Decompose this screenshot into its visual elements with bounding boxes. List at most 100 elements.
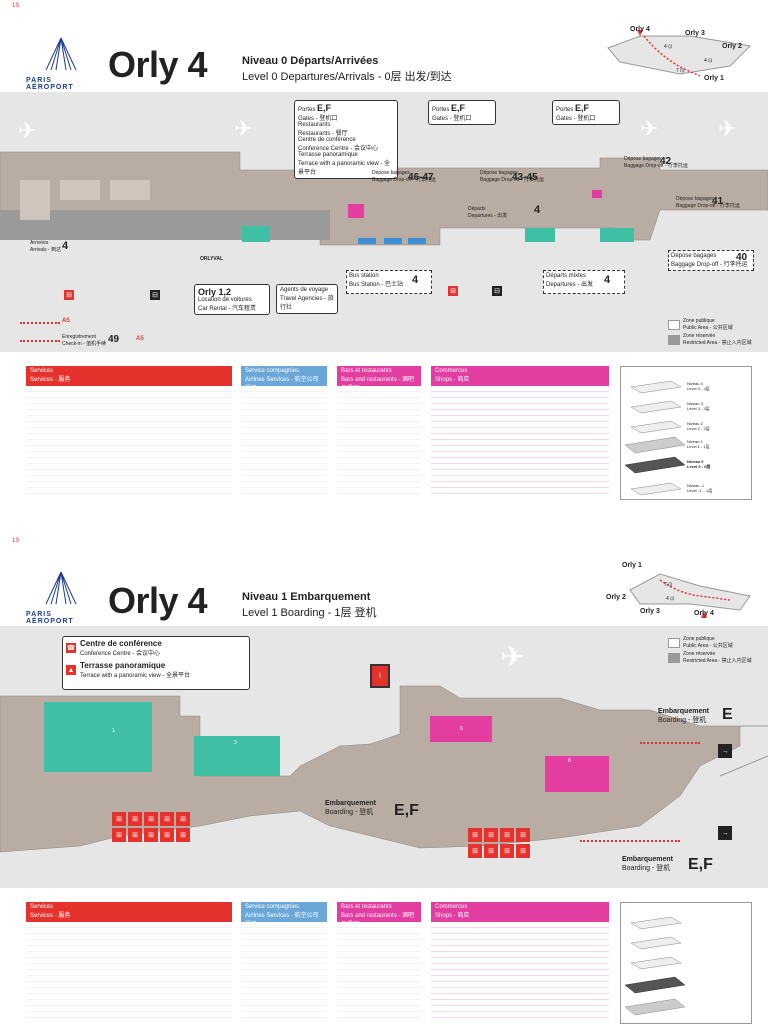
mini-map-distance: 4 ⊡: [666, 596, 675, 602]
checkin-label: Dépose bagages Baggage Drop-off - 行李托运: [372, 170, 436, 183]
mini-map-distance: 7 ⊡: [676, 68, 685, 74]
legend-swatch: [668, 334, 680, 345]
terrace-icon: ▲: [66, 665, 76, 675]
checkin-number: 40: [736, 252, 748, 263]
panel-title: Services: [30, 368, 54, 374]
departures-title: Départs: [468, 206, 486, 212]
departures-box-number: 4: [604, 274, 611, 286]
checkin-number: 41: [712, 196, 724, 207]
service-icon: ⊞: [128, 828, 142, 842]
airline-zone: [384, 238, 402, 244]
conference-title: Centre de conférence: [80, 639, 162, 648]
levels-diagram: [620, 902, 752, 1024]
service-zone: [242, 226, 270, 242]
checkin-number: 43-45: [512, 172, 538, 183]
panel-list: [431, 386, 609, 498]
level-title: Niveau 4: [687, 381, 703, 386]
mini-map-label-orly4: Orly 4: [694, 610, 714, 617]
checkin-sub: Baggage Drop-off - 行李托运: [372, 177, 436, 183]
checkin49-label: Enregistrement Check-in - 值机手续: [62, 334, 106, 347]
boarding-sub: Boarding - 登机: [325, 809, 374, 816]
agents-title: Agents de voyage: [280, 287, 329, 293]
departures-number: 4: [534, 204, 541, 216]
service-icon: ⊞: [176, 828, 190, 842]
legend-sub: Public Area - 公共区域: [683, 643, 733, 649]
panel-title: Bars et restaurants: [341, 904, 392, 910]
page-title: Orly 4: [108, 580, 208, 621]
callout-gate: E,F: [575, 103, 590, 113]
mini-map-distance: 4 ⊡: [664, 44, 673, 50]
mini-map-label-orly1: Orly 1: [622, 562, 642, 569]
bus-number: 4: [412, 274, 419, 286]
boarding-gate: E,F: [688, 856, 713, 873]
legend-sub: Restricted Area - 禁止入内区域: [683, 658, 752, 664]
mini-map-label-orly2: Orly 2: [722, 43, 742, 50]
a5-label: A5: [136, 336, 144, 342]
checkin-title: Dépose bagages: [676, 196, 714, 202]
plane-icon: ✈: [234, 116, 253, 141]
panel-list: [337, 922, 421, 1022]
boarding-label: Embarquement Boarding - 登机: [622, 856, 673, 873]
conference-icon: ☎: [66, 643, 76, 653]
boarding-title: Embarquement: [325, 800, 376, 807]
checkin-label: Dépose bagages Baggage Drop-off - 行李托运: [624, 156, 688, 169]
panel-sub: Airlines Services - 航空公司服务: [245, 377, 319, 392]
callout-title: Portes: [432, 107, 450, 113]
service-icon: ⊞: [484, 844, 498, 858]
panel-title: Service compagnies: [245, 368, 300, 374]
route-line: [640, 742, 700, 744]
page-subtitle-multi: Level 0 Departures/Arrivals - 0层 出发/到达: [242, 71, 452, 83]
level-sub: Level 0 - 0层: [687, 464, 711, 469]
checkin49-sub: Check-in - 值机手续: [62, 341, 107, 347]
service-zone: [600, 228, 634, 242]
orlyval-label: ORLYVAL: [200, 256, 224, 262]
orly12-callout: Orly 1,2 Location de voitures Car Rental…: [194, 284, 270, 315]
panel-title: Services: [30, 904, 54, 910]
orly12-title: Orly 1,2: [198, 287, 232, 297]
callout-title: Portes: [556, 107, 574, 113]
service-icon: ⊞: [516, 828, 530, 842]
terrace-title: Terrasse panoramique: [80, 661, 166, 670]
mini-map-label-orly3: Orly 3: [640, 608, 660, 615]
agents-callout: Agents de voyage Travel Agencies - 旅行社: [276, 284, 338, 314]
checkin-title: Dépose bagages: [372, 170, 410, 176]
zone-number: 8: [568, 758, 571, 764]
checkin-title: Dépose bagages: [480, 170, 518, 176]
page-number: 1S: [12, 538, 20, 544]
callout-extra: Terrasse panoramique: [298, 152, 358, 158]
callout-gate: E,F: [317, 103, 332, 113]
bus-station-box: Bus station Bus Station - 巴士站: [346, 270, 432, 294]
legend-swatch: [668, 637, 680, 648]
service-icon: ⊞: [500, 844, 514, 858]
page-subtitle-fr: Niveau 0 Départs/Arrivées: [242, 55, 379, 67]
callout-gate: E,F: [451, 103, 466, 113]
checkin-number: 42: [660, 156, 672, 167]
page-subtitle-fr: Niveau 1 Embarquement: [242, 591, 371, 603]
plane-icon: ✈: [500, 641, 526, 674]
page-title: Orly 4: [108, 44, 208, 85]
checkin-title: Dépose bagages: [671, 253, 717, 259]
checkin-sub: Baggage Drop-off - 行李托运: [480, 177, 544, 183]
service-icon: ⊞: [500, 828, 514, 842]
airline-zone: [408, 238, 426, 244]
panel-list: [431, 922, 609, 1022]
service-icon: ⊞: [484, 828, 498, 842]
boarding-title: Embarquement: [658, 708, 709, 715]
checkin49-number: 49: [108, 334, 120, 345]
mini-map-label-orly1: Orly 1: [704, 75, 724, 82]
shop-zone: [592, 190, 602, 198]
departures-box: Départs mixtes Departures - 出发: [543, 270, 625, 294]
